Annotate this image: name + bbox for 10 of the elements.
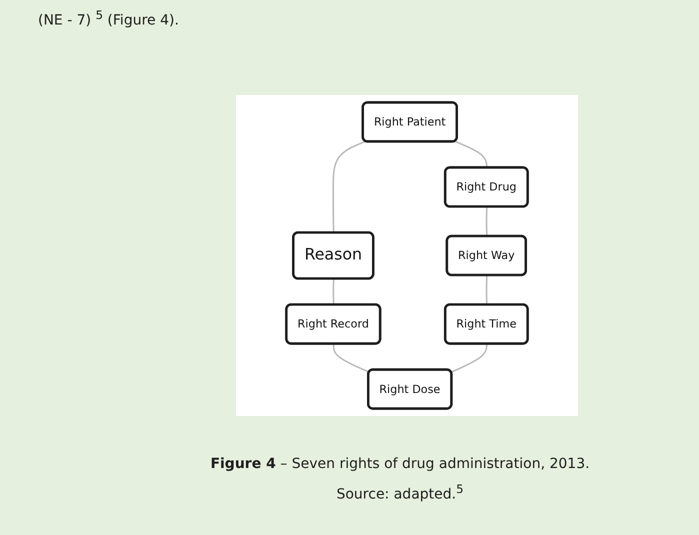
- connector: [332, 140, 366, 233]
- connector: [486, 275, 488, 305]
- connector: [332, 278, 334, 305]
- body-text: (NE - 7) $^{5}$ (Figure 4).: [38, 7, 179, 30]
- source-note: Source: adapted.$^{5}$: [336, 481, 464, 504]
- connector: [450, 344, 488, 373]
- figure-caption: Figure 4 – Seven rights of drug administration, 2013.: [210, 455, 590, 473]
- connector: [332, 344, 370, 373]
- connector: [486, 206, 488, 236]
- connector: [454, 140, 488, 168]
